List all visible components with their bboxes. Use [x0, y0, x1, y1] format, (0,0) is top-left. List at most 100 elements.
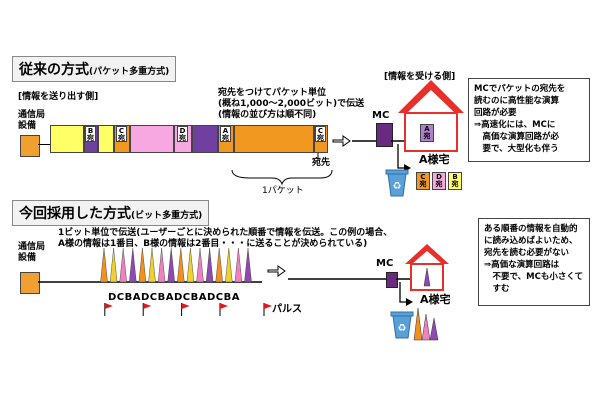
seg-label-b-l2: 宛: [87, 134, 94, 142]
bin-pulse-orange: [413, 307, 423, 341]
discard-arrow-top: [397, 144, 404, 169]
pulse-spike-d: [138, 247, 147, 283]
bin-tile-b-l2: 宛: [451, 180, 459, 188]
bit-desc-line2: A様の情報は1番目、B様の情報は2番目・・・に送ることが決められている): [58, 239, 368, 249]
seg-label-c-end-l2: 宛: [317, 134, 324, 142]
pulse-spike-c: [148, 247, 156, 283]
section-title-conventional: 従来の方式(パケット多重方式): [12, 56, 177, 82]
new-title-sub: (ビット多重方式): [131, 211, 203, 221]
packet-desc-line2: (概ね1,000〜2,000ビット)で伝送: [218, 99, 365, 109]
receiver-header: [情報を受ける側]: [384, 72, 456, 82]
line-top: [38, 144, 50, 145]
note-top-line2: 読むのに高性能な演算: [474, 96, 560, 106]
segment-orange-long: [234, 125, 314, 153]
pulse-spike-d: [100, 247, 108, 283]
new-title: 今回採用した方式: [19, 206, 131, 222]
pulse-spike-a: [167, 247, 175, 283]
sender-header: [情報を送り出す側]: [18, 92, 99, 102]
station-label-bottom: 通信局 設備: [18, 242, 45, 264]
bin-tile-d-l1: D: [436, 173, 442, 181]
note-top-line3: 回路が必要: [474, 108, 517, 118]
station-label-bottom-line1: 通信局: [18, 242, 46, 252]
pulse-spikes: [100, 247, 252, 283]
pulse-spike-c: [225, 247, 233, 283]
pulse-spike-a: [205, 247, 214, 283]
conventional-title-sub: (パケット多重方式): [89, 67, 170, 77]
note-bottom-line6: すむ: [484, 284, 510, 294]
pulse-spike-a: [129, 247, 137, 283]
seg-label-d-l2: 宛: [179, 134, 186, 142]
bin-pulse-pink: [421, 313, 431, 341]
mc-device-top: [376, 123, 393, 147]
note-bottom-line1: ある順番の情報を自動的: [484, 224, 578, 234]
pulse-spike-d: [177, 247, 185, 283]
pulse-flag: [143, 303, 152, 309]
bin-pulse-purple: [429, 317, 439, 341]
station-equipment-top: [20, 135, 40, 157]
pulse-spike-c: [186, 247, 195, 283]
station-label-bottom-line2: 設備: [18, 253, 37, 263]
pulse-spike-b: [157, 247, 166, 283]
note-top-line5: 高価な演算回路が必: [474, 132, 560, 142]
pulse-flag: [104, 303, 113, 309]
house-roof-bottom: [405, 244, 449, 264]
mc-label-bottom: MC: [376, 258, 394, 269]
station-label-top-line1: 通信局: [18, 110, 46, 120]
bit-description: 1ビット単位で伝送(ユーザーごとに決められた順番で情報を伝送。この例の場合、 A…: [58, 228, 392, 250]
house-window-a-l1: A: [424, 125, 430, 133]
bin-tile-c-l2: 宛: [419, 180, 427, 188]
station-label-top-line2: 設備: [18, 121, 37, 131]
packet-label: 1パケット: [262, 186, 304, 196]
pulse-spike-b: [196, 247, 204, 283]
note-bottom-line5: 不要で、MCも小さくて: [484, 272, 584, 282]
mc-label-top: MC: [372, 110, 390, 121]
seg-label-a-l1: A: [222, 127, 229, 135]
station-equipment-bottom: [20, 272, 40, 294]
trash-bin-top: ♻: [385, 169, 409, 197]
packet-desc-line3: (情報の並び方は順不同): [218, 110, 317, 120]
pulse-flags: [104, 303, 272, 316]
pulse-flag: [264, 303, 272, 309]
discard-arrow-bottom: [399, 282, 406, 303]
bin-tile-b-l1: B: [452, 173, 458, 181]
discard-arrowhead-bottom: [406, 298, 413, 306]
seg-label-c-end-l1: C: [317, 127, 324, 135]
arrow-bottom: [267, 265, 286, 277]
note-bottom-line2: に読み込めばよいため、: [484, 236, 578, 246]
house-label-top: A様宅: [419, 153, 450, 166]
seg-label-c-l2: 宛: [118, 134, 125, 142]
section-title-new: 今回採用した方式(ビット多重方式): [12, 200, 210, 226]
note-conventional: MCでパケットの宛先を 読むのに高性能な演算 回路が必要 ⇒高速化には、MCに …: [468, 78, 590, 162]
bit-sequence: DCBADCBADCBADCBA: [108, 292, 241, 303]
pulse-spike-a: [244, 247, 252, 283]
note-top-line6: 要で、大型化も伴う: [474, 144, 559, 154]
packet-brace: [231, 169, 333, 186]
seg-label-c-l1: C: [118, 127, 125, 135]
note-top-line1: MCでパケットの宛先を: [474, 84, 566, 94]
trash-bin-bottom: ♻: [390, 311, 414, 339]
pulse-spike-b: [119, 247, 127, 283]
note-bottom-line3: 宛先を読む必要がない: [484, 248, 570, 258]
bin-tile-c-l1: C: [420, 173, 426, 181]
house-roof-top: [398, 80, 464, 113]
pulse-flag: [181, 303, 190, 309]
station-label-top: 通信局 設備: [18, 110, 45, 132]
pulse-flag: [220, 303, 228, 309]
arrow-top: [332, 135, 351, 147]
bin-tile-d-l2: 宛: [435, 180, 443, 188]
address-label: 宛先: [312, 158, 331, 168]
note-bottom-line4: ⇒高価な演算回路は: [484, 260, 560, 270]
note-top-line4: ⇒高速化には、MCに: [474, 120, 556, 130]
packet-desc-line1: 宛先をつけてパケット単位: [218, 88, 327, 98]
segment-purple: [192, 125, 218, 153]
conventional-title: 従来の方式: [19, 62, 89, 78]
